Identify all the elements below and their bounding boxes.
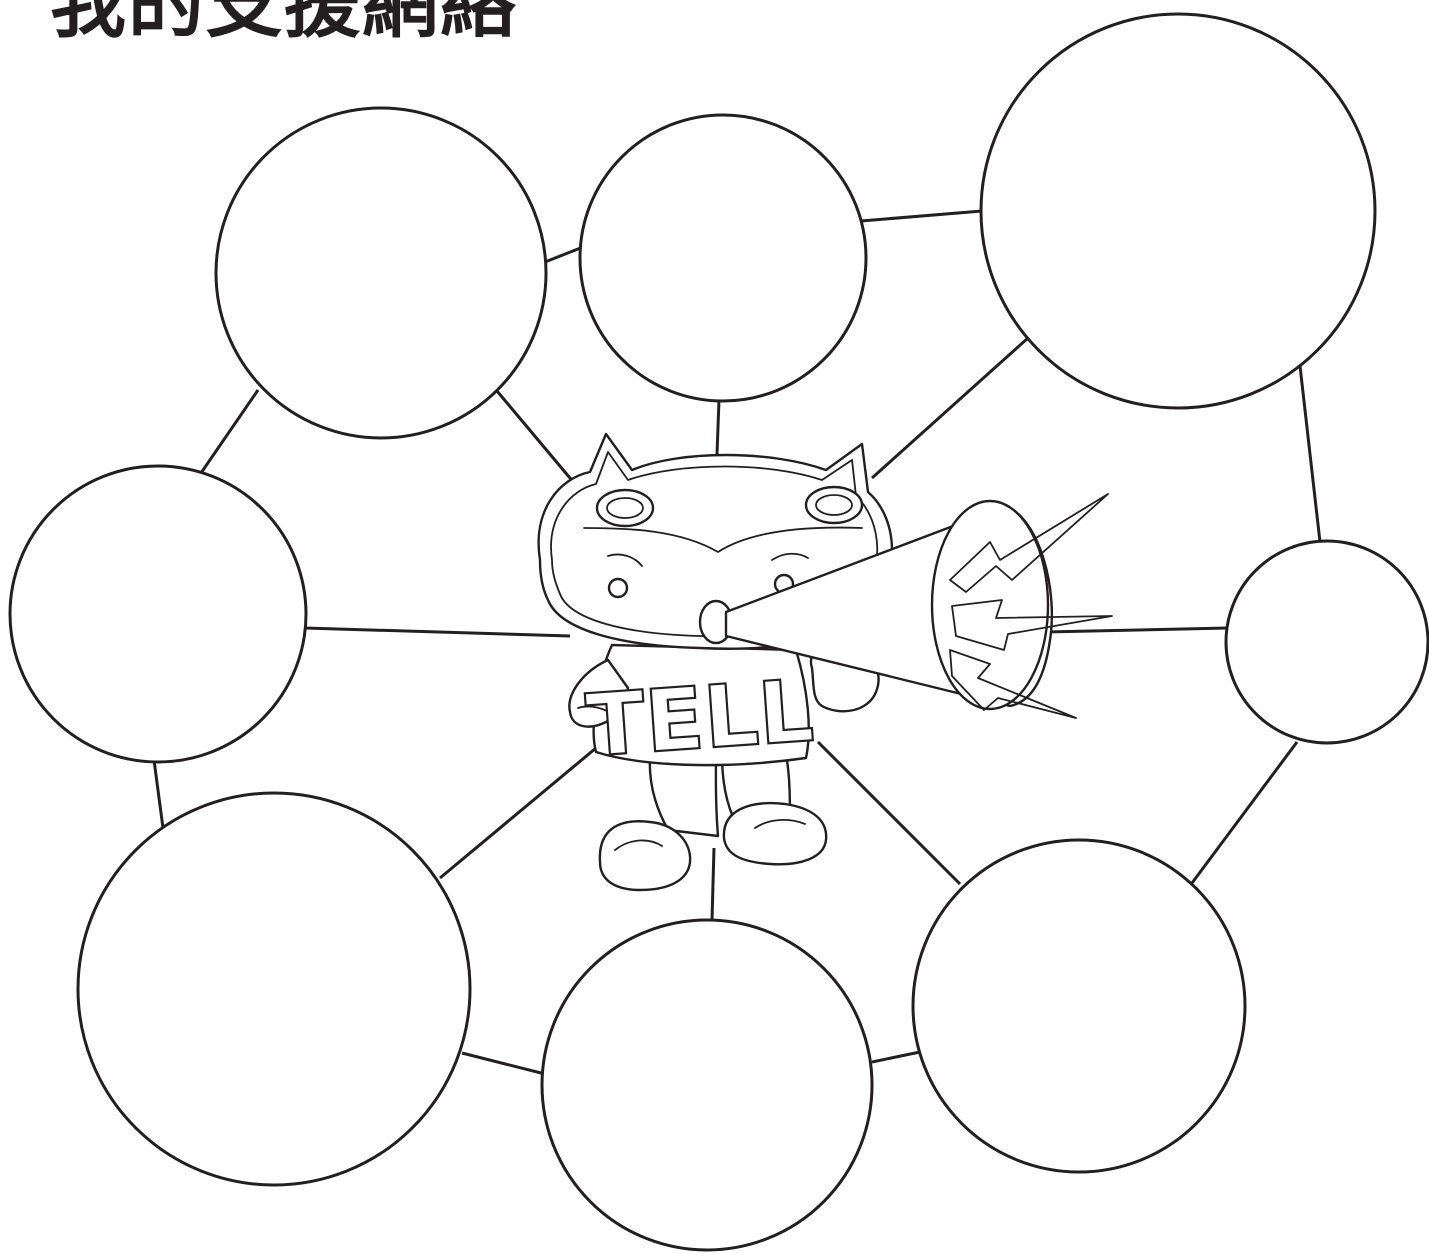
megaphone-bell bbox=[930, 499, 1050, 711]
ring-line bbox=[152, 759, 165, 829]
sound-burst-icon bbox=[949, 493, 1113, 719]
mascot-hand-detail bbox=[577, 705, 617, 717]
network-circle-lower-left[interactable] bbox=[76, 791, 472, 1187]
spoke-line bbox=[870, 336, 1030, 480]
spoke-line bbox=[715, 399, 721, 455]
network-circles bbox=[8, 12, 1429, 1252]
network-circle-lower-right[interactable] bbox=[911, 838, 1247, 1174]
mascot-foot-detail bbox=[614, 819, 806, 851]
mascot-left-arm bbox=[568, 658, 630, 728]
cat-mascot-megaphone-icon: TELL bbox=[537, 432, 1113, 892]
spoke-line bbox=[495, 390, 577, 485]
ring-line bbox=[860, 209, 983, 223]
network-circle-top-middle[interactable] bbox=[578, 113, 868, 403]
mascot-right-eye-inner bbox=[815, 494, 853, 516]
mascot-shirt-text: TELL bbox=[583, 661, 816, 777]
mascot-right-foot bbox=[722, 802, 828, 866]
spoke-line bbox=[816, 740, 962, 886]
network-circle-right[interactable] bbox=[1224, 539, 1429, 745]
page-title: 我的支援網絡 bbox=[50, 0, 518, 48]
ring-line bbox=[544, 245, 584, 264]
network-circle-upper-left[interactable] bbox=[214, 106, 548, 440]
mascot-left-eye-inner bbox=[606, 497, 644, 519]
mascot-mask-line bbox=[583, 526, 863, 553]
mascot-left-foot bbox=[598, 820, 692, 892]
ring-lines bbox=[152, 209, 1322, 1076]
network-circle-bottom-middle[interactable] bbox=[540, 918, 874, 1252]
ring-line bbox=[1190, 741, 1299, 884]
mascot-brows bbox=[607, 552, 809, 567]
network-circle-top-right[interactable] bbox=[979, 12, 1377, 410]
ring-line bbox=[1298, 365, 1322, 543]
mascot-right-eye bbox=[804, 485, 864, 525]
ring-line bbox=[871, 1050, 921, 1064]
spoke-lines bbox=[304, 336, 1229, 921]
mascot-nostril-left bbox=[607, 577, 629, 599]
ring-line bbox=[199, 389, 260, 474]
spoke-line bbox=[1044, 626, 1229, 634]
spoke-line bbox=[710, 847, 716, 921]
mascot-left-eye bbox=[595, 488, 655, 528]
network-circle-left[interactable] bbox=[8, 464, 308, 764]
spoke-line bbox=[304, 626, 571, 638]
ring-line bbox=[461, 1051, 546, 1076]
spoke-line bbox=[439, 746, 597, 880]
